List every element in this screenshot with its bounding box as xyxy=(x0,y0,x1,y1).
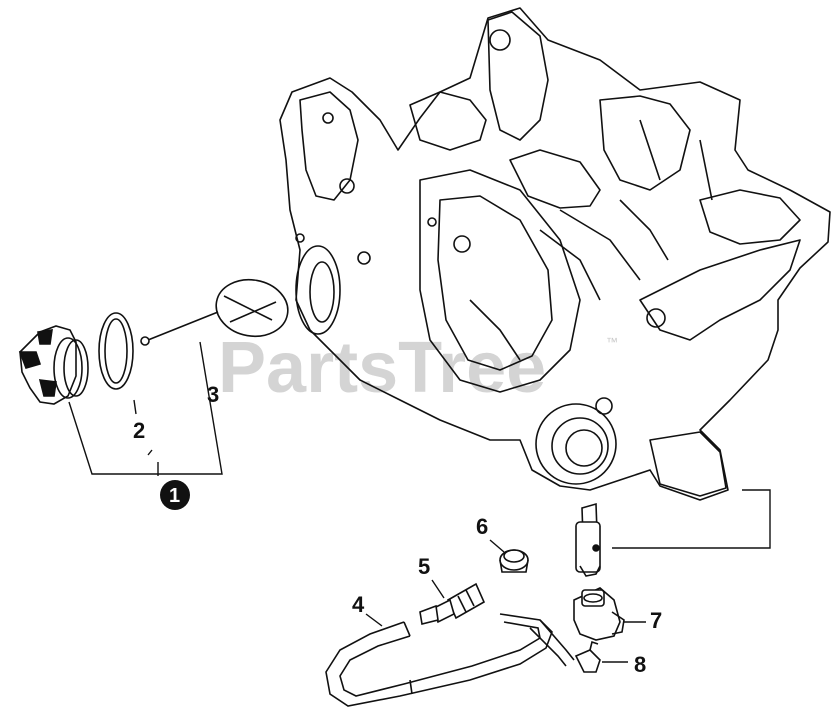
oil-cap xyxy=(18,325,89,405)
callout-2: 2 xyxy=(133,418,145,443)
oil-hose xyxy=(325,613,575,707)
callout-bracket-1 xyxy=(68,341,223,476)
crankcase-housing xyxy=(279,7,831,501)
oil-pump xyxy=(573,587,625,641)
callout-1: 1 xyxy=(169,485,180,507)
callout-1-badge: 1 xyxy=(160,480,190,510)
watermark-text: PartsTree xyxy=(218,328,546,408)
callout-7: 7 xyxy=(650,608,662,633)
oil-filter xyxy=(419,582,486,625)
callout-5: 5 xyxy=(418,554,430,579)
callout-4: 4 xyxy=(352,592,365,617)
elbow-fitting xyxy=(574,640,601,673)
grommet xyxy=(499,549,529,573)
callout-6: 6 xyxy=(476,514,488,539)
leader-5 xyxy=(431,579,445,599)
leader-4 xyxy=(365,613,383,627)
oil-pump-shaft xyxy=(575,502,601,577)
leader-shaft-bracket xyxy=(612,489,771,549)
callout-3: 3 xyxy=(207,382,219,407)
o-ring xyxy=(98,312,134,390)
watermark-trademark: ™ xyxy=(606,335,618,349)
callout-8: 8 xyxy=(634,652,646,677)
leader-6 xyxy=(489,539,505,553)
watermark: PartsTree ™ xyxy=(218,328,618,408)
strainer-tether xyxy=(140,278,289,346)
